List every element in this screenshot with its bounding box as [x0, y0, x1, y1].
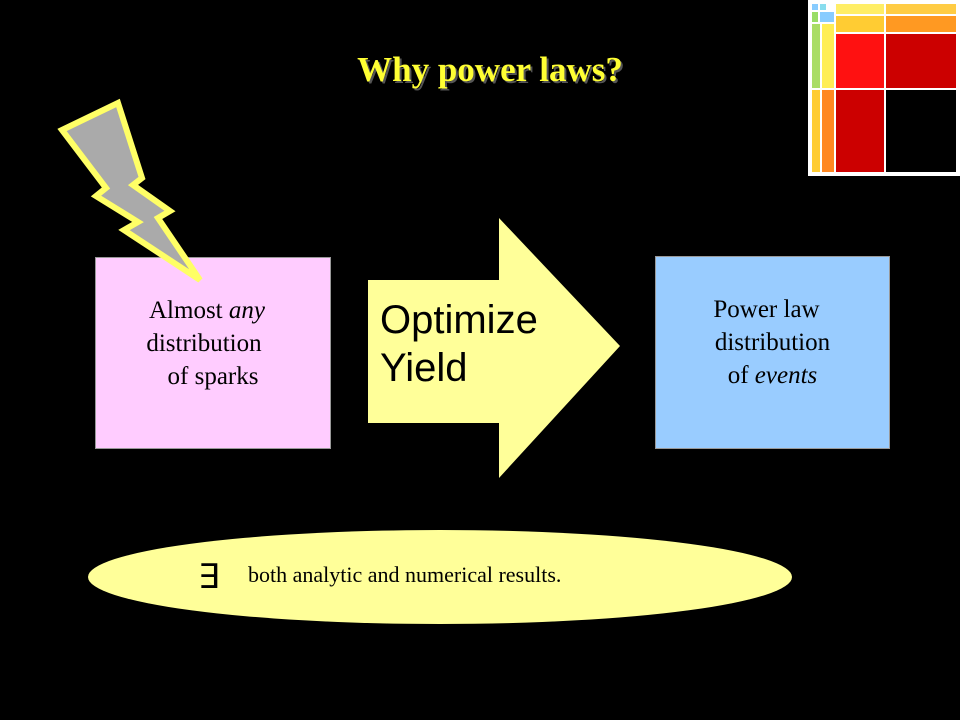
- left-box-line1-plain: Almost: [149, 297, 223, 324]
- right-box-line3-plain: of: [727, 362, 749, 389]
- right-box-line3: of events: [656, 359, 889, 392]
- right-box-line2: distribution: [714, 329, 831, 356]
- slide-title: Why power laws?: [357, 50, 623, 89]
- arrow-label: Optimize Yield: [380, 296, 538, 392]
- arrow-label-line2: Yield: [380, 346, 468, 390]
- exists-symbol-icon: ∃: [198, 557, 220, 597]
- right-box-line1: Power law: [713, 296, 820, 323]
- left-box-line1-italic: any: [228, 297, 265, 324]
- left-box-line1: Almost any: [84, 294, 330, 327]
- note-text: both analytic and numerical results.: [248, 562, 562, 587]
- left-box-line3: of sparks: [167, 363, 259, 390]
- sparks-distribution-box: Almost any distribution of sparks: [95, 257, 331, 449]
- grid-logo-icon: [808, 0, 960, 176]
- arrow-label-line1: Optimize: [380, 298, 538, 342]
- left-box-line2: distribution: [146, 330, 262, 357]
- power-law-box: Power law distribution of events: [655, 256, 890, 449]
- right-box-line3-italic: events: [754, 362, 818, 389]
